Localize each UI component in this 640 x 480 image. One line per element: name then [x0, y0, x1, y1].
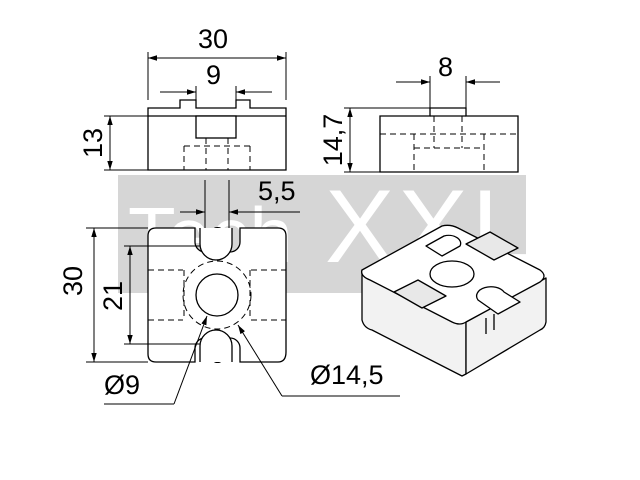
dim-front-height: 13 [78, 128, 108, 158]
front-view [147, 99, 287, 171]
front-view-hidden-lines [183, 138, 251, 170]
isometric-view [361, 224, 547, 377]
dim-hole-spacing: 21 [98, 281, 128, 311]
iso-slot-1 [425, 234, 462, 257]
top-view [147, 226, 287, 364]
dim-side-height: 14,7 [318, 114, 348, 167]
top-view-hidden-lines [148, 260, 286, 330]
top-dimensions [86, 180, 400, 405]
iso-center-hole [429, 260, 475, 288]
dim-front-width: 30 [198, 24, 228, 54]
iso-raised-pad-1 [465, 231, 519, 261]
dim-slot-width: 9 [206, 60, 221, 90]
side-view-hidden-lines [380, 116, 518, 172]
iso-slot-2 [475, 286, 521, 315]
top-view-upper-slot [199, 228, 233, 261]
front-dimensions [104, 52, 287, 171]
iso-raised-pad-2 [393, 279, 447, 309]
side-view [379, 107, 519, 173]
iso-slot-edge [485, 314, 495, 334]
dim-gap-width: 5,5 [258, 176, 296, 206]
top-view-lower-slot [199, 329, 233, 362]
iso-right-face [465, 277, 547, 375]
side-dimensions [344, 76, 500, 173]
dim-small-diameter: Ø9 [104, 370, 140, 400]
top-view-center-hole [195, 273, 239, 317]
dim-top-height: 30 [58, 266, 88, 296]
dim-side-slot-width: 8 [438, 52, 453, 82]
front-view-slot [195, 115, 237, 139]
dim-large-diameter: Ø14,5 [310, 360, 384, 390]
side-view-outline [379, 107, 519, 173]
